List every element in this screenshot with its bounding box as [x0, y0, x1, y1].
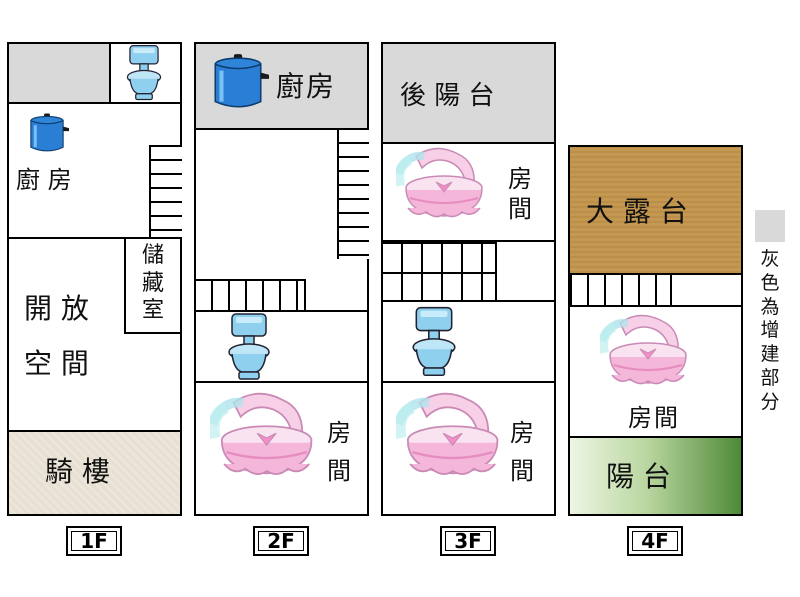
floor-3f-right-wall: [554, 242, 556, 383]
floor-tag-1f: 1F: [66, 526, 122, 556]
floor-1f-storage-room: [124, 237, 182, 334]
floor-tag-4f-text: 4F: [641, 529, 669, 553]
cooking-pot-icon: [22, 112, 72, 156]
floor-tag-4f: 4F: [627, 526, 683, 556]
floor-tag-3f: 3F: [440, 526, 496, 556]
floor-1f-arcade: [7, 430, 182, 516]
floor-4f-terrace-label: 大 露 台: [586, 195, 688, 228]
floor-tag-3f-text: 3F: [454, 529, 482, 553]
floor-tag-2f: 2F: [253, 526, 309, 556]
toilet-icon: [122, 44, 166, 102]
toilet-icon: [408, 305, 460, 379]
stairs-icon: [149, 145, 182, 237]
floor-1f-gray-area: [7, 42, 111, 104]
stairs-icon: [568, 273, 672, 307]
floor-1f-storage-label: 儲藏室: [141, 243, 164, 323]
cradle-icon: [600, 308, 700, 398]
floor-3f-bedroom-lower-label: 房間: [510, 419, 534, 486]
cradle-icon: [396, 146, 496, 226]
floor-1f-open-space-label-2: 空 間: [24, 347, 89, 380]
floor-2f-bedroom-label: 房間: [327, 419, 351, 486]
stairs-icon: [194, 279, 306, 312]
legend-note: 灰色為增建部分: [760, 248, 780, 413]
floor-4f-balcony: [568, 436, 743, 516]
floor-3f-toilet-room: [381, 300, 556, 383]
floor-4f-balcony-label: 陽 台: [606, 460, 671, 493]
floor-4f-bedroom-label: 房間: [628, 404, 680, 432]
floor-3f-back-balcony-label: 後 陽 台: [400, 81, 495, 111]
floor-1f-open-space-label-1: 開 放: [24, 292, 89, 325]
floor-4f-terrace: [568, 145, 743, 275]
floor-2f-kitchen-label: 廚房: [276, 70, 337, 103]
floor-1f-arcade-label: 騎 樓: [45, 455, 110, 488]
floor-4f-stair-right-wall: [741, 273, 743, 307]
cradle-icon: [210, 383, 328, 493]
stairs-icon: [381, 242, 497, 302]
floor-tag-2f-text: 2F: [267, 529, 295, 553]
stairs-icon: [337, 128, 369, 259]
legend-gray-swatch: [755, 210, 785, 242]
floor-1f-kitchen-label: 廚 房: [16, 166, 72, 194]
floor-tag-1f-text: 1F: [80, 529, 108, 553]
toilet-icon: [222, 312, 276, 382]
cradle-icon: [396, 383, 514, 493]
floor-3f-bedroom-upper-label: 房間: [508, 165, 532, 223]
cooking-pot-icon: [207, 52, 269, 114]
floor-2f-toilet-room: [194, 310, 369, 383]
